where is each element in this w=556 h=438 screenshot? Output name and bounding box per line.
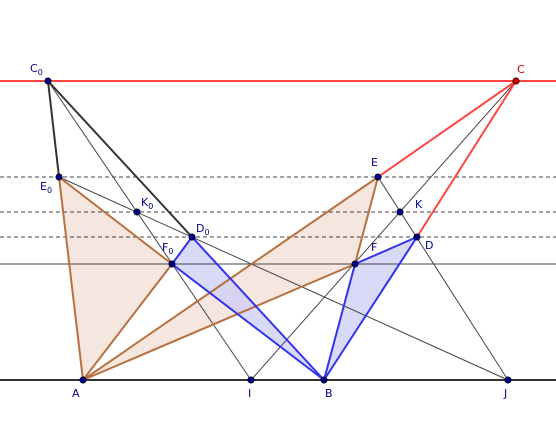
label-I-letter: I — [248, 387, 251, 400]
label-D-letter: D — [425, 239, 433, 252]
line-E-J — [377, 176, 509, 381]
triangle-B-D-F-outline — [323, 234, 420, 381]
point-I — [247, 376, 255, 384]
label-I: I — [248, 387, 251, 400]
label-C-letter: C — [517, 63, 525, 76]
label-F0-letter: F — [162, 241, 168, 254]
point-F — [351, 260, 359, 268]
triangle-A-E0-F0-outline — [57, 174, 174, 383]
label-E0-subscript: 0 — [47, 186, 52, 195]
label-J: J — [503, 387, 507, 400]
label-E: E — [371, 156, 378, 169]
label-C: C — [517, 63, 525, 76]
label-K: K — [415, 198, 423, 211]
label-D: D — [425, 239, 433, 252]
label-D0-subscript: 0 — [204, 228, 209, 237]
point-J — [504, 376, 512, 384]
label-A-letter: A — [72, 387, 80, 400]
point-D0 — [188, 233, 196, 241]
label-D0: D0 — [196, 222, 210, 237]
point-K0 — [133, 208, 141, 216]
point-E0 — [55, 173, 63, 181]
label-K0-letter: K — [141, 196, 149, 209]
segment-C0-E0 — [47, 80, 60, 178]
label-A: A — [72, 387, 80, 400]
label-E0: E0 — [40, 180, 52, 195]
label-E-letter: E — [371, 156, 378, 169]
label-F-letter: F — [371, 241, 377, 254]
point-D — [413, 233, 421, 241]
point-F0 — [168, 260, 176, 268]
label-E0-letter: E — [40, 180, 47, 193]
label-F0: F0 — [162, 241, 173, 256]
point-A — [79, 376, 87, 384]
line-C0-I — [47, 80, 252, 381]
label-K0-subscript: 0 — [148, 202, 153, 211]
triangle-B-D0-F0 — [172, 237, 324, 380]
point-C — [512, 77, 520, 85]
label-K-letter: K — [415, 198, 423, 211]
label-B: B — [325, 387, 333, 400]
point-C0 — [44, 77, 52, 85]
label-B-letter: B — [325, 387, 333, 400]
label-C0-subscript: 0 — [38, 68, 43, 77]
triangle-A-E0-F0 — [59, 177, 172, 380]
label-C0: C0 — [30, 62, 43, 77]
label-F0-subscript: 0 — [168, 247, 173, 256]
point-K — [396, 208, 404, 216]
label-C0-letter: C — [30, 62, 38, 75]
line-C-I — [250, 80, 517, 381]
segment-C-D — [416, 80, 517, 238]
point-E — [374, 173, 382, 181]
segment-C-E — [377, 80, 517, 178]
point-B — [320, 376, 328, 384]
triangle-B-D0-F0-outline — [170, 235, 325, 381]
label-D0-letter: D — [196, 222, 204, 235]
segment-C0-D0 — [47, 80, 193, 238]
label-F: F — [371, 241, 377, 254]
label-J-letter: J — [503, 387, 507, 400]
label-K0: K0 — [141, 196, 153, 211]
